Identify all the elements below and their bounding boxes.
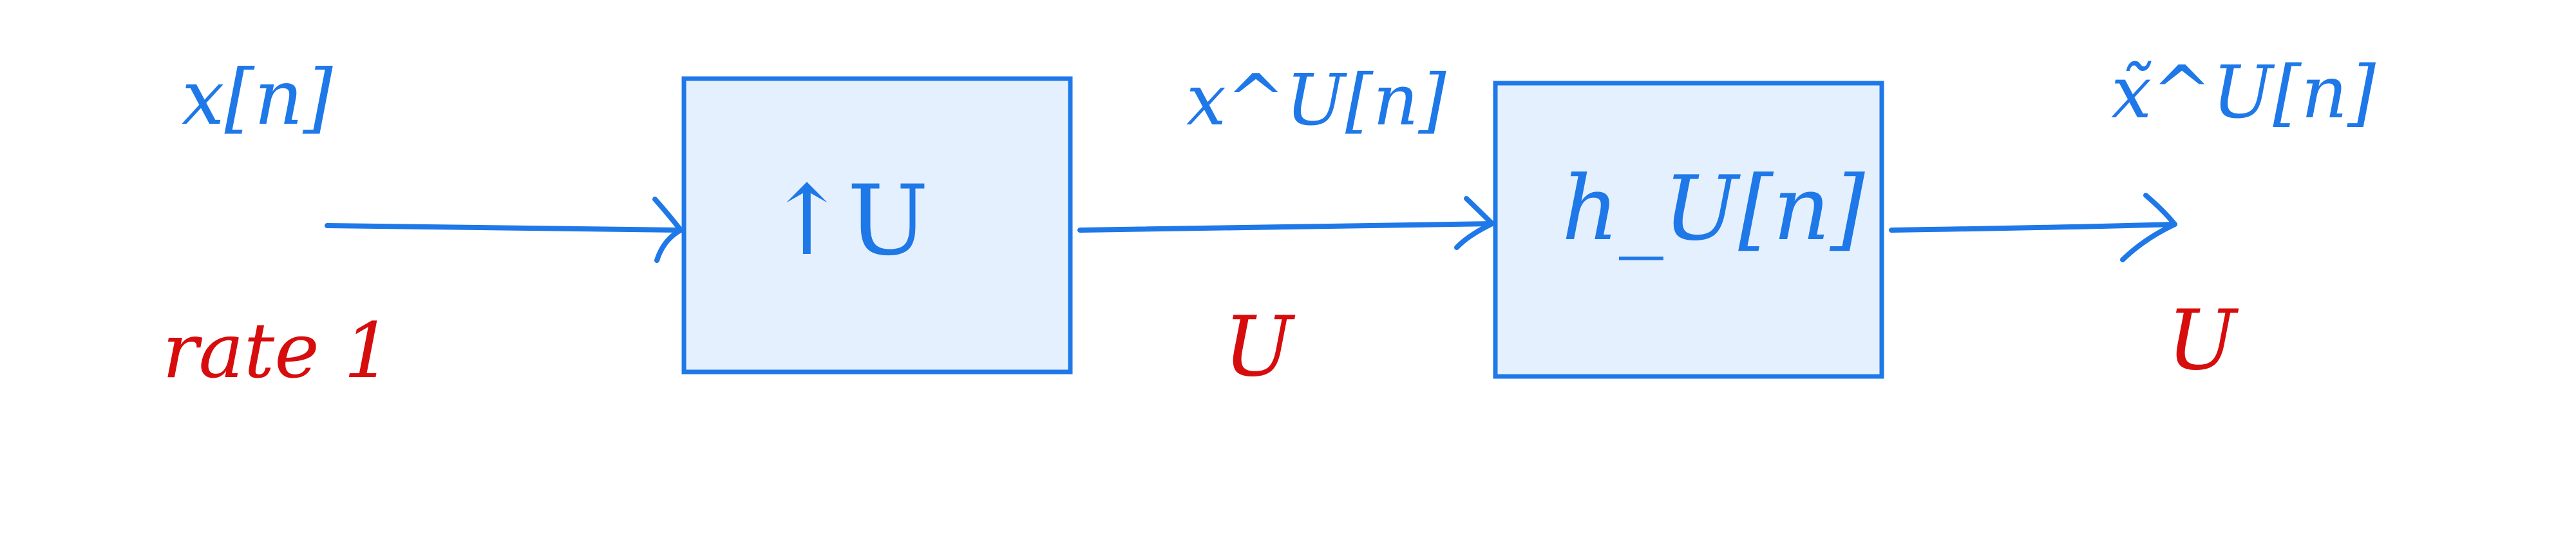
output-rate-label: U (2167, 293, 2237, 389)
filter-label: h_U[n] (1562, 157, 1865, 260)
input-arrow (325, 197, 683, 263)
middle-arrow (1077, 196, 1495, 250)
intermediate-signal-label: x^U[n] (1186, 59, 1446, 141)
output-arrow (1889, 193, 2177, 262)
input-rate-label: rate 1 (162, 306, 392, 395)
output-signal-label: x̃^U[n] (2111, 51, 2376, 135)
input-signal-label: x[n] (182, 53, 333, 142)
upsampler-label: ↑U (766, 165, 929, 277)
intermediate-rate-label: U (1224, 299, 1293, 395)
upsampler-block (681, 76, 1073, 374)
filter-block (1493, 81, 1884, 379)
